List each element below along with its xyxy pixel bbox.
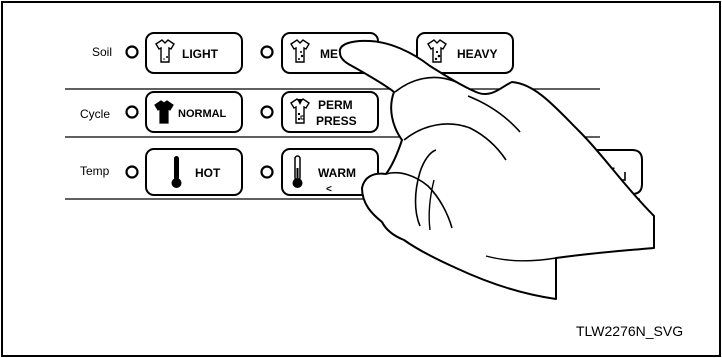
row-label-cycle: Cycle <box>80 107 110 121</box>
perm-press-label-line2: PRESS <box>316 114 357 128</box>
shirt-normal-icon <box>154 100 174 124</box>
warm-button[interactable]: WARM < <box>281 148 379 196</box>
hot-button[interactable]: HOT <box>145 148 243 196</box>
indicator-hot <box>125 165 139 179</box>
shirt-perm-press-icon <box>290 98 310 124</box>
thermometer-warm-icon <box>292 155 303 188</box>
row-label-soil: Soil <box>92 45 112 59</box>
warm-arrow: < <box>326 184 332 195</box>
indicator-medium <box>260 45 274 59</box>
indicator-light <box>125 45 139 59</box>
hot-button-label: HOT <box>195 166 221 180</box>
figure-code: TLW2276N_SVG <box>576 323 683 339</box>
indicator-warm <box>260 165 274 179</box>
shirt-light-soil-icon <box>155 39 175 63</box>
light-button-label: LIGHT <box>182 47 219 61</box>
light-button[interactable]: LIGHT <box>145 32 243 74</box>
normal-button[interactable]: NORMAL <box>145 91 243 133</box>
medium-button-label: ME <box>320 47 338 61</box>
shirt-medium-soil-icon <box>290 39 310 63</box>
indicator-normal <box>125 105 139 119</box>
heavy-button-label: HEAVY <box>457 47 497 61</box>
perm-press-label-line1: PERM <box>318 98 353 112</box>
heavy-button[interactable]: HEAVY <box>416 32 514 74</box>
indicator-perm-press <box>260 105 274 119</box>
thermometer-hot-icon <box>171 156 182 188</box>
perm-press-button[interactable]: PERM PRESS <box>281 91 379 133</box>
warm-button-label: WARM <box>318 166 356 180</box>
row-label-temp: Temp <box>80 164 110 178</box>
shirt-heavy-soil-icon <box>427 39 447 63</box>
hand-illustration <box>338 39 655 300</box>
normal-button-label: NORMAL <box>178 108 227 120</box>
